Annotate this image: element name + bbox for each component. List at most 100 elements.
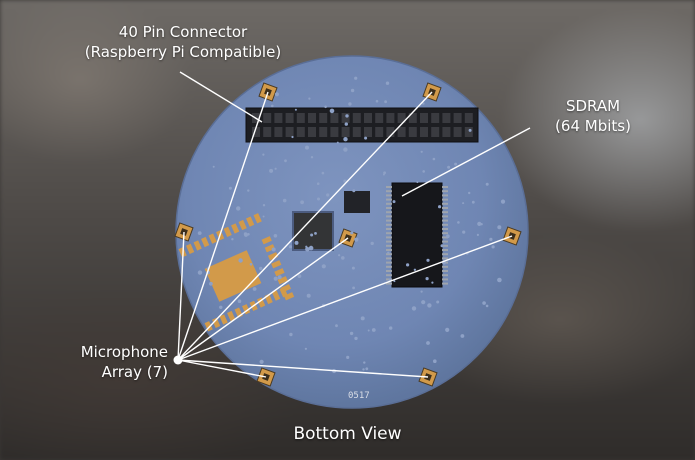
via — [197, 231, 202, 236]
module-pad — [246, 216, 255, 227]
via — [228, 186, 232, 190]
via — [371, 328, 376, 332]
sdram-pin — [442, 244, 448, 247]
via — [480, 223, 483, 226]
sdram-pin — [442, 257, 448, 260]
via — [243, 232, 248, 236]
sdram-pin — [386, 261, 392, 264]
sdram-pin — [386, 194, 392, 197]
via — [436, 300, 440, 304]
sdram-pin — [386, 274, 392, 277]
via — [497, 225, 502, 230]
via — [384, 100, 387, 104]
sdram-pin — [386, 190, 392, 193]
via — [462, 230, 466, 234]
via — [363, 361, 366, 364]
via — [354, 76, 358, 80]
via — [457, 221, 460, 224]
via — [304, 347, 307, 350]
via — [433, 359, 437, 364]
via — [348, 102, 352, 106]
connector-label: 40 Pin Connector (Raspberry Pi Compatibl… — [78, 22, 288, 62]
sdram-pin — [386, 265, 392, 268]
connector-pin — [296, 127, 305, 137]
leader-mic-5 — [177, 235, 513, 361]
leader-connector — [179, 71, 263, 123]
via — [500, 199, 506, 204]
via — [389, 326, 393, 330]
connector-pin — [386, 127, 395, 137]
module-pad — [186, 243, 195, 254]
via — [273, 276, 278, 281]
via — [262, 204, 266, 207]
sdram-pin — [442, 249, 448, 251]
via — [420, 150, 423, 153]
via — [352, 286, 355, 290]
via — [316, 182, 320, 185]
connector-label-line2: (Raspberry Pi Compatible) — [84, 43, 282, 61]
via — [431, 281, 434, 284]
leader-sdram — [401, 127, 531, 197]
sdram-pin — [386, 211, 392, 214]
via — [238, 258, 243, 263]
sdram-pin — [442, 232, 448, 235]
module-pad — [253, 213, 262, 224]
via — [354, 336, 358, 341]
connector-pin — [408, 127, 417, 137]
connector-pin — [274, 113, 283, 123]
sdram-pin — [386, 198, 392, 201]
processor-pads — [178, 213, 295, 332]
leader-mic-3 — [177, 231, 185, 361]
via — [351, 266, 355, 270]
via — [422, 102, 425, 105]
connector-pin — [453, 113, 462, 123]
via — [231, 238, 234, 241]
via — [197, 270, 203, 275]
via — [420, 290, 423, 293]
via — [247, 189, 250, 192]
connector-pin — [319, 127, 328, 137]
connector-pin — [274, 127, 283, 137]
connector-pin — [263, 127, 272, 137]
board-marking: 0517 — [348, 391, 370, 401]
view-caption: Bottom View — [293, 424, 402, 444]
sdram-pin — [386, 253, 392, 256]
sdram-pin — [442, 228, 448, 230]
connector-pin — [464, 127, 473, 137]
sdram-pin — [442, 198, 448, 201]
via — [291, 135, 294, 139]
via — [432, 157, 436, 161]
via — [393, 280, 396, 283]
connector-pin — [263, 113, 272, 123]
via — [477, 221, 482, 226]
via — [289, 332, 293, 337]
via — [324, 105, 327, 109]
sdram-pin — [386, 228, 392, 230]
sdram-pin — [442, 194, 448, 197]
sdram-label: SDRAM (64 Mbits) — [548, 96, 638, 136]
via — [282, 198, 287, 203]
via — [321, 171, 325, 175]
via — [438, 205, 442, 209]
via — [440, 244, 444, 248]
via — [489, 237, 493, 241]
via — [314, 232, 317, 235]
via — [446, 234, 450, 238]
module-pad — [267, 252, 279, 261]
via — [271, 247, 276, 252]
microphone-label-line1: Microphone — [80, 343, 168, 361]
via — [362, 368, 365, 371]
module-pad — [274, 268, 285, 277]
sdram-pin — [386, 223, 392, 226]
via — [406, 263, 410, 267]
via — [425, 277, 429, 281]
via — [308, 245, 314, 251]
microphone-label-line2: Array (7) — [101, 363, 168, 381]
via — [485, 304, 489, 308]
sdram-pin — [442, 282, 448, 285]
via — [447, 165, 451, 169]
via — [321, 264, 326, 269]
leader-mic-7 — [177, 359, 429, 378]
connector-pin — [431, 127, 440, 137]
